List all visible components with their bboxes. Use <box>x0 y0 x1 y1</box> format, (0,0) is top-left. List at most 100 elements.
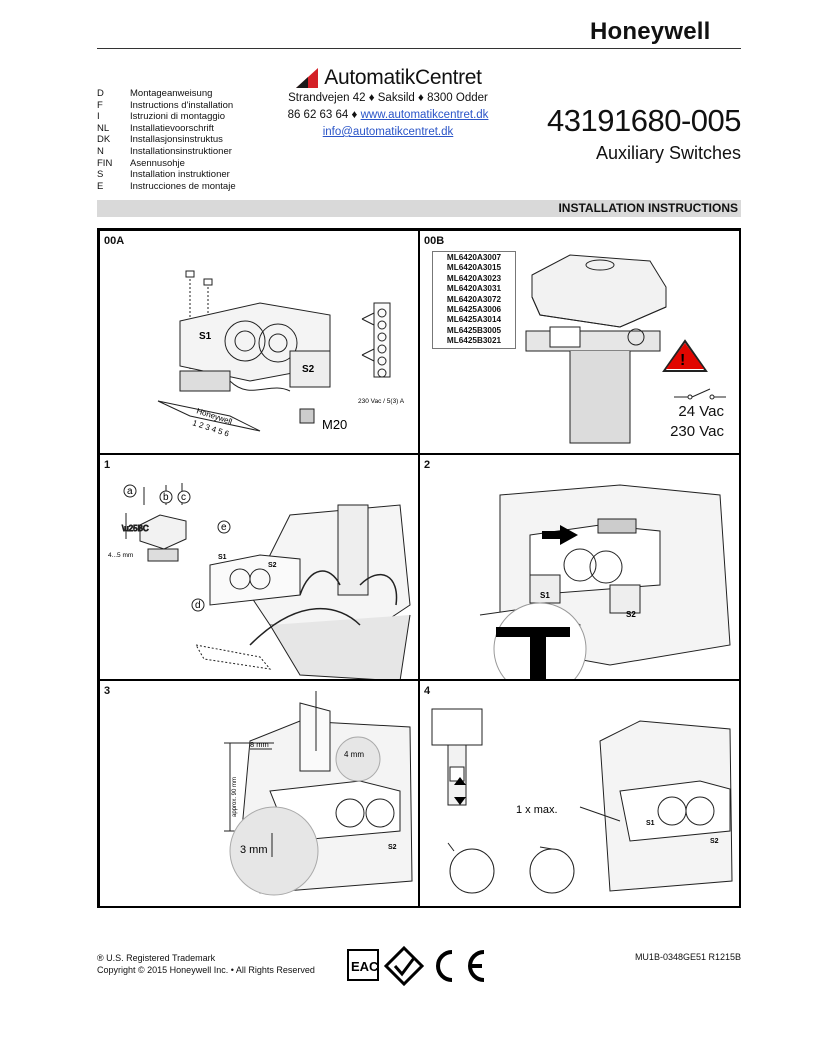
dim-4mm-label: 4 mm <box>344 750 364 759</box>
screw-size-label: 4...5 mm <box>108 552 133 559</box>
rcm-mark-icon <box>383 945 425 987</box>
step-3-illustration: 8 mm approx. 90 mm 4 mm 3 mm S2 <box>224 691 413 896</box>
language-text: Installatievoorschrift <box>130 122 214 134</box>
panel-step-1: \u25BC a b c d e 4...5 mm S1 S2 1 <box>99 454 419 680</box>
model-number: ML6420A3072 <box>446 294 502 304</box>
s1-label: S1 <box>646 820 655 827</box>
dealer-website-link[interactable]: www.automatikcentret.dk <box>360 109 489 121</box>
language-text: Instrucciones de montaje <box>130 180 236 192</box>
dim-8mm-label: 8 mm <box>250 740 269 749</box>
ce-mark-icon <box>436 950 485 982</box>
panel-label: 00B <box>424 235 445 247</box>
language-text: Instructions d'installation <box>130 99 234 111</box>
panel-step-4: 1 x max. S1 S2 4 <box>419 680 741 908</box>
language-text: Montageanweisung <box>130 88 213 99</box>
language-row: F Instructions d'installation <box>97 100 236 112</box>
language-row: I Istruzioni di montaggio <box>97 111 236 123</box>
language-row: E Instrucciones de montaje <box>97 181 236 193</box>
dealer-logo-icon <box>296 68 319 88</box>
s2-label: S2 <box>626 610 636 619</box>
svg-text:!: ! <box>680 352 685 369</box>
document-title: Auxiliary Switches <box>595 143 741 163</box>
section-title-bar: INSTALLATION INSTRUCTIONS <box>97 200 741 217</box>
language-code: NL <box>97 122 110 134</box>
trademark-note: ® U.S. Registered Trademark <box>97 953 216 963</box>
callout-a: a <box>127 486 133 497</box>
language-text: Installationsinstruktioner <box>130 145 232 157</box>
callout-c: c <box>181 492 186 503</box>
panel-00b: ! 00B ML6420A3007 ML6420A3015 ML6420A302… <box>419 230 741 454</box>
panel-label: 3 <box>104 685 111 697</box>
language-code: I <box>97 111 100 123</box>
model-number: ML6425A3014 <box>446 315 502 325</box>
language-text: Asennusohje <box>130 157 185 169</box>
language-row: D Montageanweisung <box>97 88 236 100</box>
step-1-illustration: \u25BC a b c d e 4...5 mm S1 S2 <box>108 483 411 679</box>
language-text: Installasjonsinstruktus <box>130 134 223 146</box>
language-code: F <box>97 99 103 111</box>
s1-label: S1 <box>218 554 227 561</box>
s1-label: S1 <box>199 331 212 342</box>
language-row: S Installation instruktioner <box>97 169 236 181</box>
certification-marks: EAC <box>346 944 492 991</box>
voltage-high: 230 Vac <box>670 423 724 440</box>
model-number: ML6425B3021 <box>446 336 502 346</box>
dealer-address: Strandvejen 42 ♦ Saksild ♦ 8300 Odder <box>288 92 488 104</box>
panel-step-2: S1 S2 2 <box>419 454 741 680</box>
model-list: ML6420A3007 ML6420A3015 ML6420A3023 ML64… <box>432 251 516 349</box>
callout-e: e <box>221 522 227 533</box>
language-list: D Montageanweisung F Instructions d'instal… <box>97 88 236 192</box>
document-number: 43191680-005 <box>547 103 741 138</box>
language-code: FIN <box>97 157 113 169</box>
document-code: MU1B-0348GE51 R1215B <box>634 952 741 962</box>
s2-label: S2 <box>710 838 719 845</box>
instruction-grid: S1 S2 Honeywell 1 2 3 4 5 6 230 Vac / 5(… <box>97 228 741 908</box>
language-code: S <box>97 169 104 181</box>
gland-label: M20 <box>322 417 347 432</box>
certification-logos: EAC <box>347 945 485 987</box>
language-text: Installation instruktioner <box>130 169 230 181</box>
s2-label: S2 <box>268 562 277 569</box>
language-code: E <box>97 180 104 192</box>
voltage-low: 24 Vac <box>678 403 724 420</box>
language-code: N <box>97 145 104 157</box>
panel-label: 2 <box>424 459 431 471</box>
s1-label: S1 <box>540 591 550 600</box>
language-text: Istruzioni di montaggio <box>130 111 226 123</box>
honeywell-logo: Honeywell <box>590 18 711 45</box>
max-note: 1 x max. <box>516 804 558 816</box>
header-rule <box>97 48 741 49</box>
panel-00a: S1 S2 Honeywell 1 2 3 4 5 6 230 Vac / 5(… <box>99 230 419 454</box>
model-number: ML6420A3015 <box>446 263 502 273</box>
eac-mark-icon: EAC <box>347 949 379 981</box>
model-number: ML6420A3007 <box>446 253 502 262</box>
step-4-illustration: 1 x max. S1 S2 <box>431 708 733 894</box>
model-number: ML6425B3005 <box>446 325 502 335</box>
dealer-email-link[interactable]: info@automatikcentret.dk <box>322 126 454 138</box>
panel-label: 1 <box>104 459 111 471</box>
switch-kit-illustration: S1 S2 Honeywell 1 2 3 4 5 6 230 Vac / 5(… <box>157 270 405 439</box>
language-code: DK <box>97 134 111 146</box>
s2-label: S2 <box>302 364 315 375</box>
dealer-phone: 86 62 63 64 ♦ <box>287 109 358 121</box>
language-code: D <box>97 88 104 99</box>
dealer-block: AutomatikCentret Strandvejen 42 ♦ Saksil… <box>268 66 508 141</box>
warning-triangle-icon <box>666 343 704 369</box>
actuator-illustration: ! <box>525 254 726 444</box>
callout-b: b <box>163 492 169 503</box>
push-arrow-icon <box>560 525 578 545</box>
dealer-logo: AutomatikCentret <box>268 66 508 90</box>
panel-step-3: 8 mm approx. 90 mm 4 mm 3 mm S2 3 <box>99 680 419 908</box>
model-number: ML6420A3031 <box>446 284 502 294</box>
dim-3mm-label: 3 mm <box>240 844 268 856</box>
dim-90mm-label: approx. 90 mm <box>232 777 238 817</box>
language-row: FIN Asennusohje <box>97 158 236 170</box>
switch-symbol-icon <box>674 388 726 400</box>
s2-label: S2 <box>388 844 397 851</box>
model-number: ML6425A3006 <box>446 305 502 315</box>
callout-d: d <box>195 600 201 611</box>
copyright-note: Copyright © 2015 Honeywell Inc. • All Ri… <box>97 965 315 976</box>
language-row: N Installationsinstruktioner <box>97 146 236 158</box>
panel-label: 4 <box>424 685 431 697</box>
language-row: NL Installatievoorschrift <box>97 123 236 135</box>
